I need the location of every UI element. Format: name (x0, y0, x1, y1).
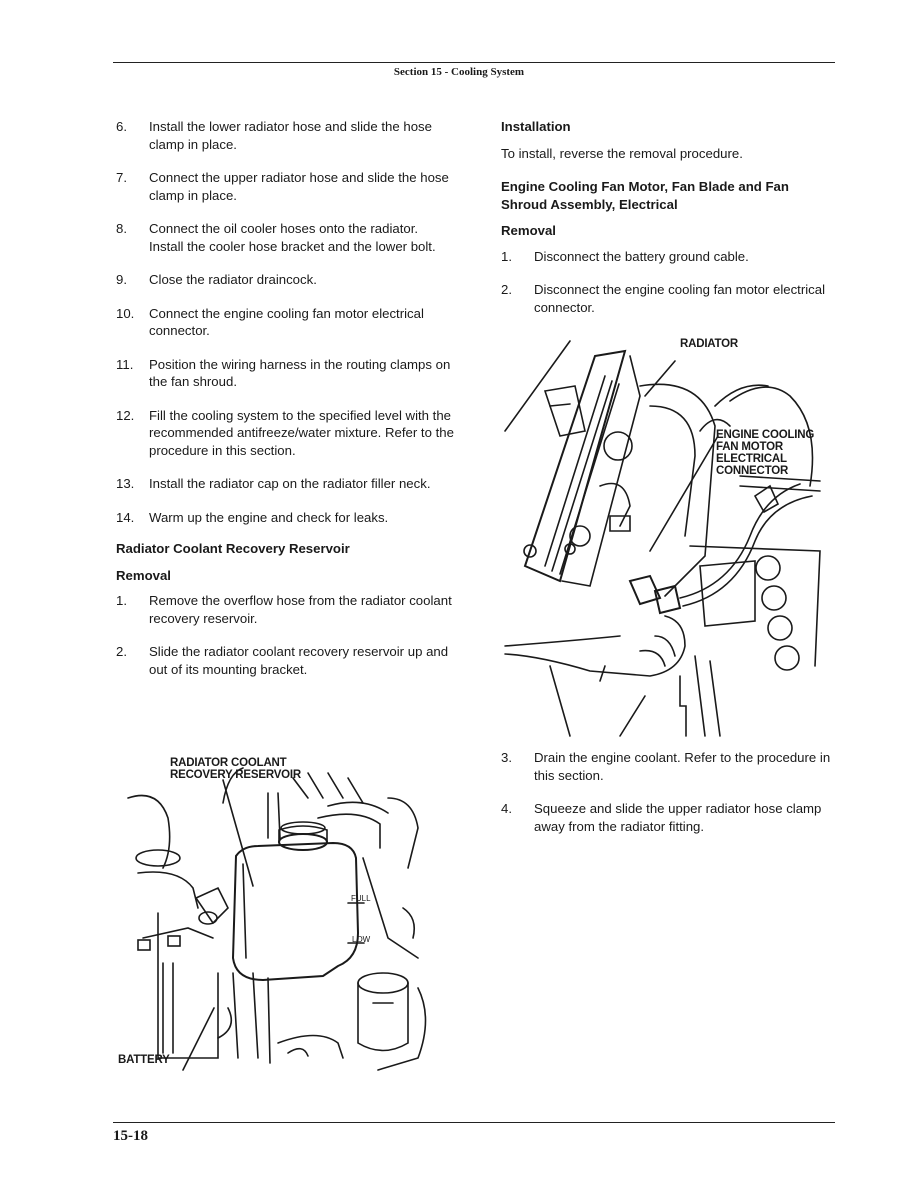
step-text: Connect the engine cooling fan motor ele… (149, 305, 424, 339)
callout-line: FAN MOTOR (716, 441, 783, 453)
step-text: Connect the upper radiator hose and slid… (149, 170, 449, 203)
section-title: Section 15 - Cooling System (393, 66, 525, 78)
reservoir-illustration: RADIATOR COOLANT RECOVERY RESERVOIR BATT… (118, 757, 438, 1073)
list-item: 9. Close the radiator draincock. (116, 271, 456, 289)
step-number: 12. (116, 407, 135, 423)
step-number: 13. (116, 476, 135, 491)
callout-line: RADIATOR COOLANT (170, 757, 287, 769)
step-number: 6. (116, 119, 127, 134)
step-text: Remove the overflow hose from the radiat… (149, 593, 452, 626)
step-text: Disconnect the engine cooling fan motor … (534, 282, 826, 315)
installation-text: To install, reverse the removal procedur… (501, 145, 743, 161)
low-mark: LOW (352, 935, 371, 944)
step-number: 9. (116, 272, 127, 287)
subsection-heading: Removal (501, 223, 556, 238)
callout-connector: ENGINE COOLING FAN MOTOR ELECTRICAL CONN… (716, 429, 814, 477)
list-item: 14. Warm up the engine and check for leak… (116, 509, 456, 527)
list-item: 3. Drain the engine coolant. Refer to the… (501, 749, 836, 784)
page-number: 15-18 (113, 1128, 148, 1144)
step-text: Install the lower radiator hose and slid… (149, 119, 432, 152)
list-item: 8. Connect the oil cooler hoses onto the … (116, 220, 456, 255)
list-item: 11. Position the wiring harness in the ro… (116, 356, 456, 391)
fan-connector-drawing (504, 340, 821, 737)
left-column: 6. Install the lower radiator hose and sl… (116, 118, 456, 694)
header-rule (113, 62, 835, 63)
step-text: Close the radiator draincock. (149, 272, 317, 287)
step-number: 2. (116, 644, 127, 659)
list-item: 7. Connect the upper radiator hose and sl… (116, 169, 456, 204)
step-text: Warm up the engine and check for leaks. (149, 509, 389, 525)
step-number: 1. (501, 248, 512, 264)
callout-line: ELECTRICAL (716, 453, 787, 465)
list-item: 12. Fill the cooling system to the specif… (116, 407, 456, 460)
footer-rule (113, 1122, 835, 1123)
step-number: 7. (116, 170, 127, 185)
step-number: 11. (116, 356, 134, 372)
section-heading: Radiator Coolant Recovery Reservoir (116, 541, 350, 556)
step-number: 3. (501, 750, 512, 765)
step-text: Fill the cooling system to the specified… (149, 407, 454, 458)
list-item: 10. Connect the engine cooling fan motor … (116, 305, 456, 340)
step-text: Drain the engine coolant. Refer to the p… (534, 750, 831, 783)
callout-radiator: RADIATOR (680, 338, 739, 350)
callout-line: RECOVERY RESERVOIR (170, 769, 302, 781)
list-item: 6. Install the lower radiator hose and sl… (116, 118, 456, 153)
list-item: 2. Disconnect the engine cooling fan moto… (501, 281, 836, 316)
subsection-heading: Removal (116, 567, 171, 583)
step-number: 2. (501, 282, 512, 297)
list-item: 1. Remove the overflow hose from the radi… (116, 592, 456, 627)
right-column: Installation To install, reverse the rem… (501, 118, 836, 332)
full-mark: FULL (351, 894, 371, 903)
step-text: Install the radiator cap on the radiator… (149, 476, 431, 491)
list-item: 4. Squeeze and slide the upper radiator h… (501, 800, 836, 835)
step-number: 1. (116, 593, 127, 608)
step-text: Position the wiring harness in the routi… (149, 356, 451, 390)
step-text: Connect the oil cooler hoses onto the ra… (149, 221, 436, 254)
step-text: Slide the radiator coolant recovery rese… (149, 644, 449, 677)
step-number: 14. (116, 509, 135, 525)
reservoir-drawing (127, 767, 427, 1071)
callout-line: CONNECTOR (716, 465, 789, 477)
step-number: 4. (501, 801, 512, 816)
callout-battery: BATTERY (118, 1054, 170, 1066)
list-item: 2. Slide the radiator coolant recovery re… (116, 643, 456, 678)
step-number: 8. (116, 221, 127, 236)
right-column-lower: 3. Drain the engine coolant. Refer to the… (501, 749, 836, 851)
fan-connector-illustration: RADIATOR ENGINE COOLING FAN MOTOR ELECTR… (500, 336, 830, 741)
step-text: Disconnect the battery ground cable. (534, 248, 749, 264)
list-item: 1. Disconnect the battery ground cable. (501, 248, 836, 266)
step-text: Squeeze and slide the upper radiator hos… (534, 801, 822, 834)
installation-heading: Installation (501, 119, 571, 134)
step-number: 10. (116, 305, 135, 321)
section-heading: Engine Cooling Fan Motor, Fan Blade and … (501, 179, 789, 212)
callout-line: ENGINE COOLING (716, 429, 815, 441)
list-item: 13. Install the radiator cap on the radia… (116, 475, 456, 493)
callout-reservoir: RADIATOR COOLANT RECOVERY RESERVOIR (170, 757, 301, 781)
